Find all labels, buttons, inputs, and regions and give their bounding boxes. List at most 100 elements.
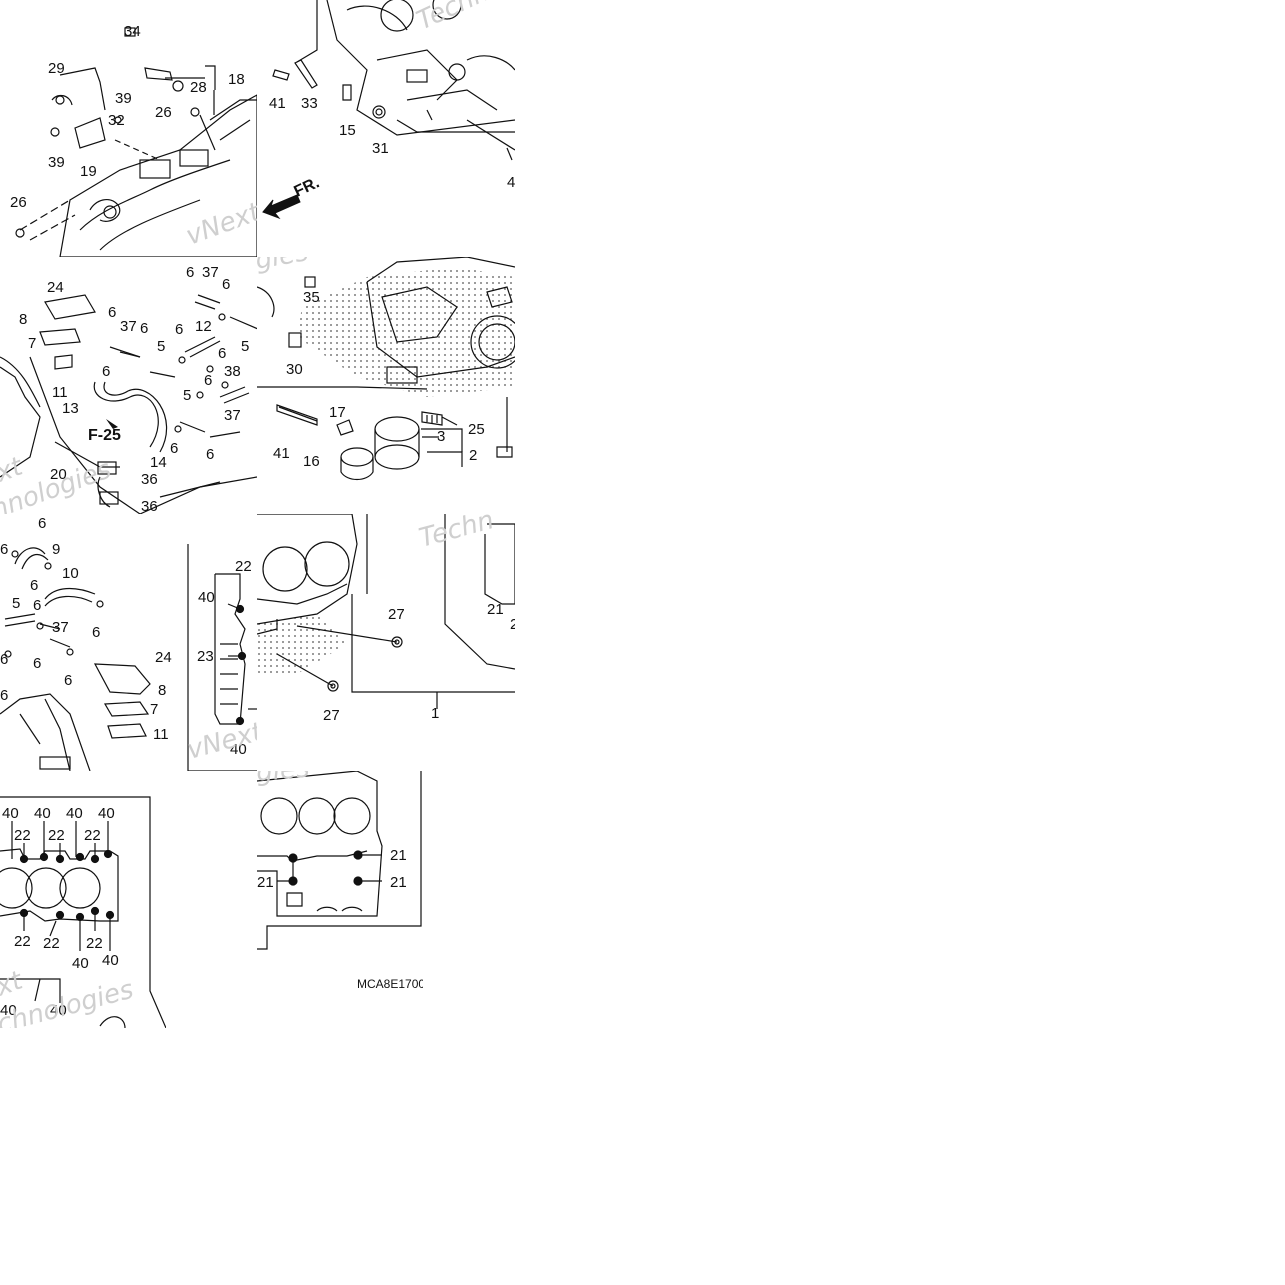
tile-lower-left: 6 6 9 6 10 5 6 6 37 6 6 6 24 8 6 7 11 22… (0, 514, 257, 771)
callout-10: 10 (62, 565, 79, 582)
callout-12: 12 (195, 318, 212, 335)
tile-lower-right: 27 27 21 2 1 Techn (257, 514, 515, 771)
callout-6: 6 (170, 440, 178, 457)
callout-39: 39 (48, 154, 65, 171)
callout-41: 41 (273, 445, 290, 462)
callout-21: 21 (257, 874, 274, 891)
callout-41: 41 (269, 95, 286, 112)
callout-26: 26 (10, 194, 27, 211)
callout-22: 22 (84, 827, 101, 844)
callout-27: 27 (388, 606, 405, 623)
callout-40: 40 (102, 952, 119, 969)
callout-1: 1 (431, 705, 439, 722)
callout-37: 37 (52, 619, 69, 636)
callout-5: 5 (12, 595, 20, 612)
tile-top-left: 34 29 39 28 18 32 26 39 19 26 vNext Te (0, 0, 257, 257)
callout-40: 40 (66, 805, 83, 822)
tile-3-drawing: 24 8 7 11 6 37 6 6 5 6 12 6 37 6 5 6 38 … (0, 264, 257, 514)
callout-7: 7 (150, 701, 158, 718)
tile-bottom-right: 21 21 21 gies MCA8E1700 (257, 771, 423, 1028)
callout-4: 4 (507, 174, 515, 191)
callout-6: 6 (140, 320, 148, 337)
callout-28: 28 (190, 79, 207, 96)
tile-7-drawing: 40 40 40 40 22 22 22 22 22 22 40 40 40 4… (0, 796, 166, 1028)
callout-8: 8 (158, 682, 166, 699)
callout-18: 18 (228, 71, 245, 88)
callout-5: 5 (241, 338, 249, 355)
callout-35: 35 (303, 289, 320, 306)
callout-6: 6 (33, 655, 41, 672)
callout-15: 15 (339, 122, 356, 139)
reference-label: F-25 (88, 427, 121, 444)
callout-6: 6 (0, 651, 8, 668)
callout-39: 39 (115, 90, 132, 107)
callout-37: 37 (120, 318, 137, 335)
callout-7: 7 (28, 335, 36, 352)
callout-40: 40 (230, 741, 247, 758)
callout-2x: 2 (510, 616, 515, 633)
callout-6: 6 (204, 372, 212, 389)
watermark-text: gies (257, 771, 311, 788)
callout-5: 5 (183, 387, 191, 404)
callout-38: 38 (224, 363, 241, 380)
callout-19: 19 (80, 163, 97, 180)
callout-22: 22 (14, 827, 31, 844)
callout-36: 36 (141, 471, 158, 488)
callout-2: 2 (469, 447, 477, 464)
callout-26: 26 (155, 104, 172, 121)
callout-25: 25 (468, 421, 485, 438)
callout-11: 11 (153, 726, 169, 743)
callout-22: 22 (235, 558, 252, 575)
callout-22: 22 (48, 827, 65, 844)
callout-13: 13 (62, 400, 79, 417)
callout-34: 34 (124, 23, 141, 40)
watermark-text: vNext Te (182, 185, 257, 252)
callout-6: 6 (0, 541, 8, 558)
callout-37: 37 (202, 264, 219, 281)
callout-22: 22 (43, 935, 60, 952)
callout-24: 24 (155, 649, 172, 666)
callout-30: 30 (286, 361, 303, 378)
callout-23: 23 (197, 648, 214, 665)
callout-6: 6 (33, 597, 41, 614)
callout-40: 40 (50, 1002, 67, 1019)
callout-22: 22 (86, 935, 103, 952)
callout-6: 6 (206, 446, 214, 463)
callout-6: 6 (175, 321, 183, 338)
tile-1-drawing: 34 29 39 28 18 32 26 39 19 26 vNext Te (10, 23, 257, 257)
callout-6: 6 (64, 672, 72, 689)
callout-40: 40 (72, 955, 89, 972)
diagram-code: MCA8E1700 (357, 977, 423, 991)
tile-middle-right: 35 30 17 41 16 3 25 2 gies (257, 257, 515, 514)
callout-14: 14 (150, 454, 167, 471)
callout-8: 8 (19, 311, 27, 328)
callout-21: 21 (390, 874, 407, 891)
callout-6: 6 (30, 577, 38, 594)
callout-27: 27 (323, 707, 340, 724)
callout-29: 29 (48, 60, 65, 77)
callout-31: 31 (372, 140, 389, 157)
callout-11: 11 (52, 384, 68, 401)
callout-40: 40 (2, 805, 19, 822)
watermark-text: Techno (412, 0, 508, 36)
callout-9: 9 (52, 541, 60, 558)
watermark-text: gies (257, 257, 311, 276)
tile-4-drawing: 35 30 17 41 16 3 25 2 gies (257, 257, 515, 481)
callout-40: 40 (98, 805, 115, 822)
callout-32: 32 (108, 112, 125, 129)
front-direction-arrow (262, 194, 301, 220)
callout-37: 37 (224, 407, 241, 424)
callout-40: 40 (34, 805, 51, 822)
tile-6-drawing: 27 27 21 2 1 Techn (257, 514, 515, 724)
callout-24: 24 (47, 279, 64, 296)
callout-22: 22 (14, 933, 31, 950)
tile-top-right: 41 33 15 31 4 FR. Techno (257, 0, 515, 257)
tile-8-drawing: 21 21 21 gies MCA8E1700 (257, 771, 423, 991)
callout-6: 6 (186, 264, 194, 281)
tile-middle-left: 24 8 7 11 6 37 6 6 5 6 12 6 37 6 5 6 38 … (0, 257, 257, 514)
front-direction-label: FR. (292, 174, 323, 200)
callout-21: 21 (487, 601, 504, 618)
callout-33: 33 (301, 95, 318, 112)
callout-6: 6 (102, 363, 110, 380)
